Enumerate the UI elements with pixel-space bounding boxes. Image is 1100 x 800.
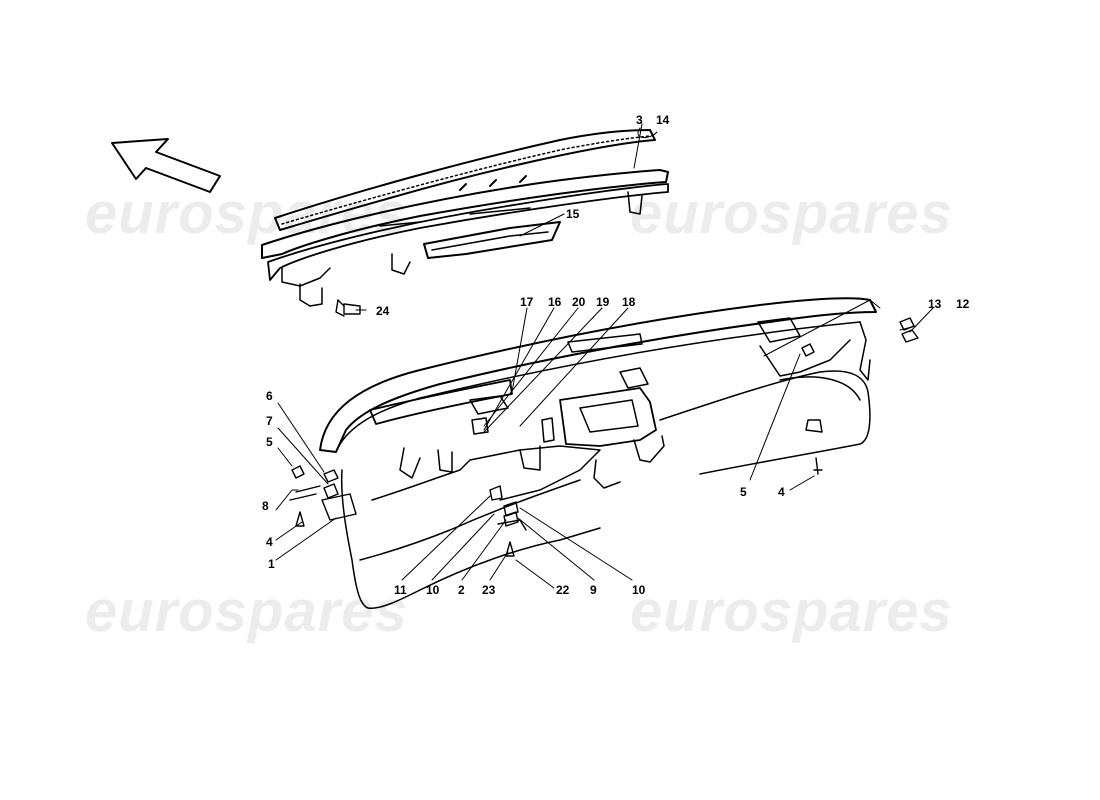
upper-trim-panel bbox=[261, 129, 669, 307]
callout-23: 23 bbox=[482, 583, 496, 597]
callout-12: 11 bbox=[394, 583, 407, 597]
callout-17: 16 bbox=[548, 295, 562, 309]
callout-18: 17 bbox=[520, 295, 534, 309]
callout-4-left: 4 bbox=[266, 535, 273, 549]
callout-3: 3 bbox=[636, 113, 643, 127]
watermark: eurospares bbox=[85, 579, 408, 644]
callout-16: 15 bbox=[566, 207, 580, 221]
callout-13: 12 bbox=[956, 297, 970, 311]
callout-14: 13 bbox=[928, 297, 942, 311]
callout-22: 22 bbox=[556, 583, 570, 597]
callout-11: 10 bbox=[426, 583, 440, 597]
callout-20: 19 bbox=[596, 295, 610, 309]
callout-8: 8 bbox=[262, 499, 269, 513]
direction-arrow-icon bbox=[111, 138, 221, 193]
dashboard-body bbox=[319, 297, 877, 609]
callout-9: 10 bbox=[632, 583, 646, 597]
callout-21: 20 bbox=[572, 295, 586, 309]
callout-6: 6 bbox=[266, 389, 273, 403]
callout-7: 7 bbox=[266, 414, 273, 428]
callout-2: 2 bbox=[458, 583, 465, 597]
callout-5-left: 5 bbox=[266, 435, 273, 449]
leader-lines bbox=[275, 123, 934, 589]
fastener-parts bbox=[289, 299, 919, 557]
callout-15: 14 bbox=[656, 113, 670, 127]
watermark: eurospares bbox=[630, 181, 953, 246]
callout-24: 24 bbox=[376, 304, 390, 318]
callout-1: 1 bbox=[268, 557, 275, 571]
callout-5-right: 5 bbox=[740, 485, 747, 499]
callout-4-right: 4 bbox=[778, 485, 785, 499]
callout-19: 18 bbox=[622, 295, 636, 309]
watermark: eurospares bbox=[630, 579, 953, 644]
watermark: eurospares bbox=[85, 181, 408, 246]
callout-10: 9 bbox=[590, 583, 597, 597]
